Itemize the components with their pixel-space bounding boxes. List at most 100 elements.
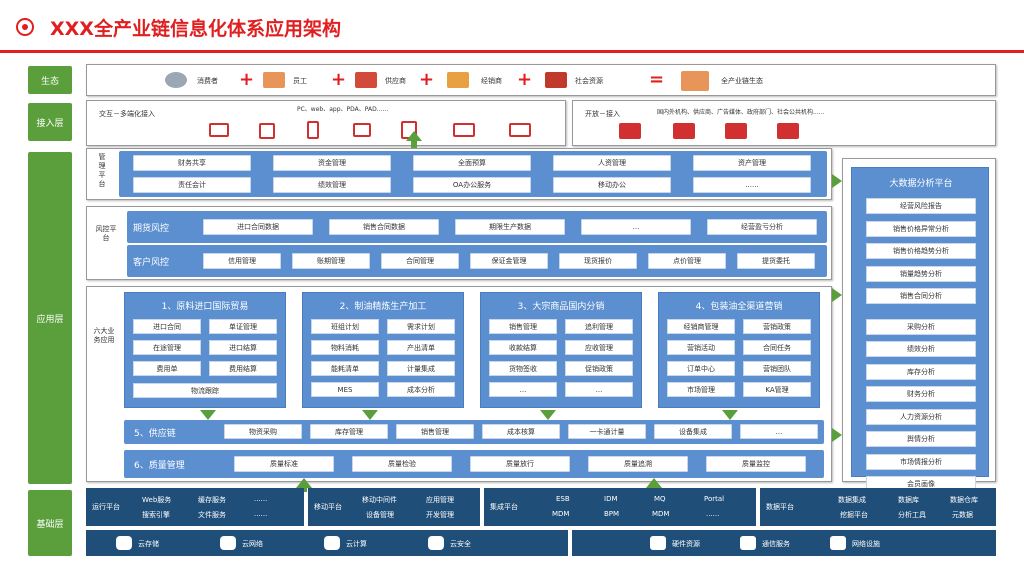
- ecology-result-label: 全产业链生态: [721, 77, 763, 85]
- futures-risk-item: 经营盈亏分析: [707, 219, 817, 235]
- cloud-item: 云存储: [138, 540, 159, 548]
- bigdata-platform: 大数据分析平台 经营风险报告销售价格异常分析销售价格趋势分析销量趋势分析销售合同…: [842, 158, 996, 492]
- bigdata-item: 库存分析: [866, 363, 976, 380]
- pc-icon: [209, 123, 229, 137]
- bigdata-item: 财务分析: [866, 386, 976, 402]
- customer-risk-item: 保证金管理: [470, 253, 548, 269]
- layer-label-foundation: 基础层: [28, 490, 72, 556]
- ecology-consumer-label: 消费者: [197, 77, 218, 85]
- foundation-platform-name: 数据平台: [766, 503, 794, 511]
- customer-risk-item: 点价管理: [648, 253, 726, 269]
- access-right-label: 国内外机构、供应商、广告媒体、政府部门、社会公共机构......: [657, 109, 825, 116]
- foundation-item: IDM: [604, 495, 618, 503]
- customer-risk-band: 客户风控 信用管理账期管理合同管理保证金管理现货报价点价管理提货委托: [127, 245, 827, 277]
- foundation-item: 文件服务: [198, 511, 226, 519]
- bigdata-item: 销售价格异常分析: [866, 220, 976, 237]
- foundation-item: 移动中间件: [362, 496, 397, 504]
- foundation-platform-name: 移动平台: [314, 503, 342, 511]
- people-icon: [740, 536, 756, 550]
- page-title: XXX全产业链信息化体系应用架构: [50, 18, 341, 40]
- foundation-platform-name: 集成平台: [490, 503, 518, 511]
- foundation-item: BPM: [604, 510, 620, 518]
- bigdata-item: 市场情报分析: [866, 453, 976, 470]
- futures-risk-item: 销售合同数据: [329, 219, 439, 235]
- customer-risk-item: 现货报价: [559, 253, 637, 269]
- foundation-item: 分析工具: [898, 511, 926, 519]
- management-item: 责任会计: [133, 177, 251, 193]
- ecology-employee-label: 员工: [293, 77, 307, 85]
- globe-icon: [428, 536, 444, 550]
- foundation-item: 数据集成: [838, 496, 866, 504]
- foundation-item: 元数据: [952, 511, 973, 519]
- cloud-icon: [116, 536, 132, 550]
- handshake-icon: [447, 72, 469, 88]
- foundation-item: MDM: [552, 510, 570, 518]
- building-icon: [673, 123, 695, 139]
- foundation-item: 设备管理: [366, 511, 394, 519]
- customer-risk-item: 账期管理: [292, 253, 370, 269]
- plus-icon: +: [331, 69, 347, 90]
- arrow-right-icon: [832, 288, 842, 302]
- management-item: 资产管理: [693, 155, 811, 171]
- meeting-icon: [619, 123, 641, 139]
- hardware-item: 硬件资源: [672, 540, 700, 548]
- foundation-item: 数据库: [898, 496, 919, 504]
- management-item: 移动办公: [553, 177, 671, 193]
- access-devices-label: PC、web、app、PDA、PAD......: [297, 106, 389, 113]
- management-label: 管理平台: [98, 153, 106, 188]
- hardware-icon: [650, 536, 666, 550]
- bigdata-title: 大数据分析平台: [889, 179, 953, 189]
- arrow-up-icon: [406, 131, 422, 141]
- foundation-item: ESB: [556, 495, 570, 503]
- management-item: 绩效管理: [273, 177, 391, 193]
- foundation-item: MDM: [652, 510, 670, 518]
- bigdata-item: 舆情分析: [866, 431, 976, 447]
- arrow-stem: [411, 139, 417, 149]
- bigdata-item: 人力资源分析: [866, 408, 976, 425]
- access-open-box: 开放－接入 国内外机构、供应商、广告媒体、政府部门、社会公共机构......: [572, 100, 996, 146]
- cloud-item: 云网络: [242, 540, 263, 548]
- customer-risk-title: 客户风控: [133, 258, 170, 268]
- customer-risk-item: 提货委托: [737, 253, 815, 269]
- layer-label-application: 应用层: [28, 152, 72, 484]
- foundation-item: 开发管理: [426, 511, 454, 519]
- bigdata-item: 销量趋势分析: [866, 265, 976, 282]
- employee-icon: [263, 72, 285, 88]
- futures-risk-item: 进口合同数据: [203, 219, 313, 235]
- foundation-platform-name: 运行平台: [92, 503, 120, 511]
- futures-risk-band: 期货风控 进口合同数据销售合同数据期限生产数据...经营盈亏分析: [127, 211, 827, 243]
- management-item: 财务共享: [133, 155, 251, 171]
- layer-label-ecology: 生态: [28, 66, 72, 94]
- foundation-data-platform: 数据平台数据集成数据库数据仓库挖掘平台分析工具元数据: [760, 488, 996, 526]
- ecosystem-icon: [681, 71, 709, 91]
- risk-label: 风控平台: [95, 225, 117, 242]
- ecology-distributor-label: 经销商: [481, 77, 502, 85]
- server-icon: [509, 123, 531, 137]
- foundation-mobile-platform: 移动平台移动中间件应用管理设备管理开发管理: [308, 488, 480, 526]
- bigdata-item: 绩效分析: [866, 341, 976, 357]
- hardware-item: 网络设施: [852, 540, 880, 548]
- six-business-apps: 六大业务应用: [86, 286, 832, 482]
- management-item: ......: [693, 177, 811, 193]
- consumer-icon: [165, 72, 187, 88]
- futures-risk-title: 期货风控: [133, 224, 170, 234]
- plus-icon: +: [239, 69, 255, 90]
- ecology-social-label: 社会资源: [575, 77, 603, 85]
- government-icon: [725, 123, 747, 139]
- network-icon: [777, 123, 799, 139]
- wifi-icon: [830, 536, 846, 550]
- foundation-item: Web服务: [142, 496, 172, 504]
- web-icon: [259, 123, 275, 139]
- bigdata-item: 经营风险报告: [866, 198, 976, 214]
- foundation-item: ......: [254, 510, 268, 518]
- management-item: 人资管理: [553, 155, 671, 171]
- equals-icon: =: [649, 69, 665, 90]
- ecology-row: 消费者 + 员工 + 供应商 + 经销商 + 社会资源 = 全产业链生态: [86, 64, 996, 96]
- monitor-icon: [353, 123, 371, 137]
- access-left-title: 交互－多端化接入: [99, 110, 155, 118]
- arrow-right-icon: [832, 428, 842, 442]
- management-item: OA办公服务: [413, 177, 531, 193]
